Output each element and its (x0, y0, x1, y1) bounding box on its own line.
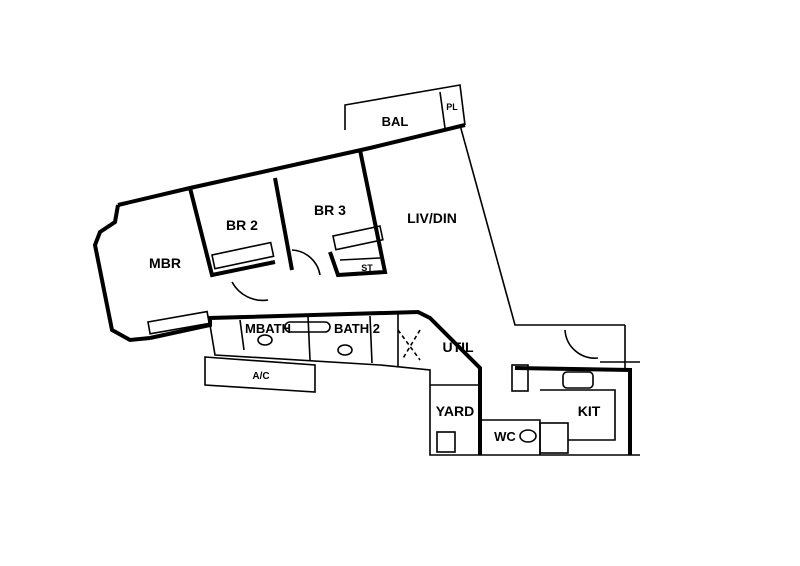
room-label-bath2: BATH 2 (334, 321, 380, 336)
room-label-pl: PL (446, 102, 458, 112)
room-label-ac: A/C (252, 371, 269, 382)
room-label-st: ST (361, 263, 373, 273)
service-block (149, 309, 640, 456)
room-label-wc: WC (494, 429, 516, 444)
room-label-livdin: LIV/DIN (407, 210, 457, 226)
wardrobes (147, 225, 384, 335)
room-label-br3: BR 3 (314, 202, 346, 218)
room-labels: BAL PL MBR BR 2 BR 3 ST LIV/DIN MBATH BA… (149, 102, 601, 444)
room-label-util: UTIL (442, 339, 474, 355)
interior-walls (188, 149, 599, 359)
room-label-kit: KIT (578, 403, 601, 419)
outer-walls (92, 84, 640, 368)
room-label-mbr: MBR (149, 255, 181, 271)
room-label-br2: BR 2 (226, 217, 258, 233)
room-label-yard: YARD (436, 403, 474, 419)
room-label-bal: BAL (382, 114, 409, 129)
room-label-mbath: MBATH (245, 321, 291, 336)
